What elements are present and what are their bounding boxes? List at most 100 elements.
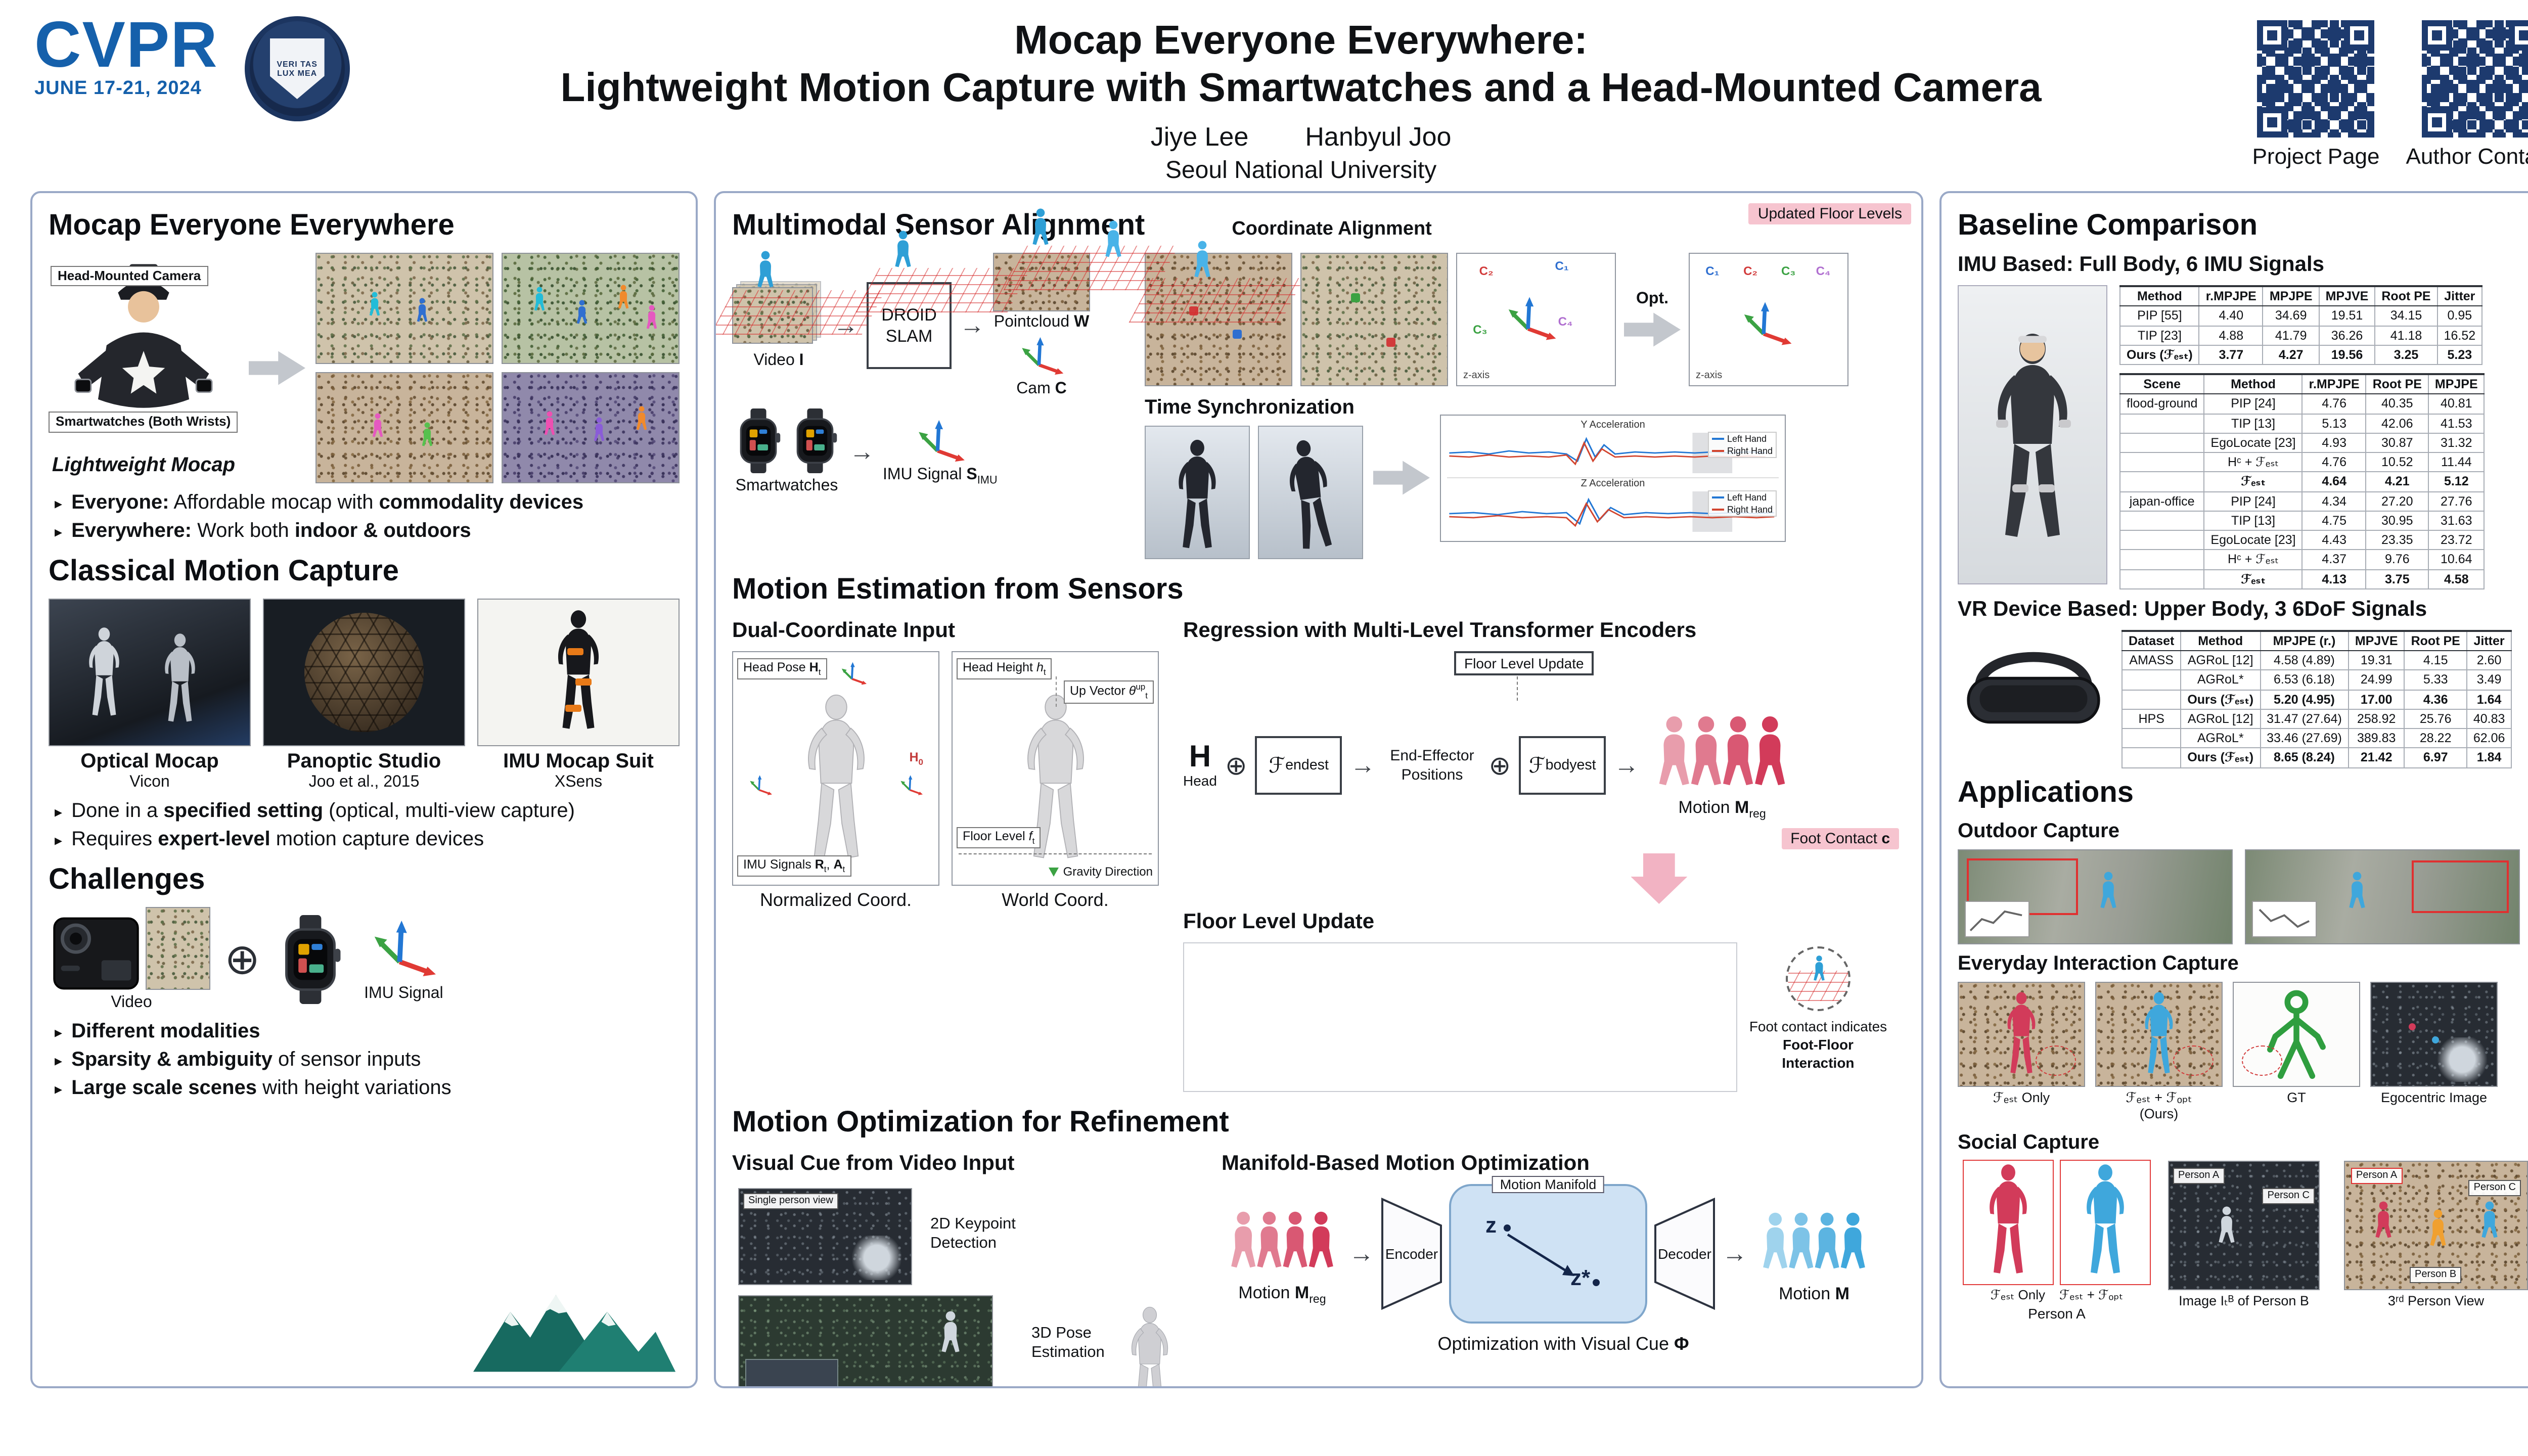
coordinate-alignment-label: Coordinate Alignment: [1232, 218, 1432, 240]
motion-manifold-region: Motion Manifold z z*: [1449, 1176, 1647, 1324]
imu-based-subtitle: IMU Based: Full Body, 6 IMU Signals: [1958, 253, 2324, 276]
gopro-camera-icon: [53, 917, 140, 990]
social-caption-image-b: Image Iₜᴮ of Person B: [2179, 1293, 2309, 1309]
table-cell: 0.95: [2436, 305, 2483, 327]
blue-pose-figure: [2087, 1164, 2124, 1274]
result-scene-grid: [315, 253, 680, 483]
table-cell: [2119, 529, 2205, 551]
table-cell: 21.42: [2348, 747, 2405, 768]
head-input-symbol: H: [1189, 740, 1211, 774]
table-cell: 36.26: [2318, 325, 2376, 346]
table-cell: [2119, 471, 2205, 492]
floor-update-row: Updated Floor Levels Foot contact indica…: [716, 203, 1911, 1092]
table-cell: TIP [13]: [2203, 510, 2303, 531]
text-segment: Head Height: [963, 660, 1036, 674]
classical-caption: Optical Mocap: [80, 750, 219, 772]
plot-legend: Left Hand Right Hand: [1707, 431, 1777, 458]
table-header-cell: Jitter: [2466, 629, 2512, 651]
person-b-tag: Person B: [2410, 1267, 2462, 1284]
table-header-cell: Method: [2180, 629, 2261, 651]
camera-label: C₂: [1479, 264, 1494, 279]
social-person-a-caption: Person A: [2028, 1305, 2086, 1322]
body-mannequin: [807, 694, 865, 859]
imu-mocap-person-image: [1958, 285, 2107, 584]
z-axis-label: z-axis: [1696, 370, 1723, 381]
camera-plot-before: C₂ C₁ C₃ C₄ z-axis: [1456, 253, 1616, 386]
optical-mocap-item: Optical Mocap Vicon: [49, 599, 251, 792]
table-cell: 4.76: [2301, 393, 2367, 415]
table-cell: Hᶜ + ℱₑₛₜ: [2203, 549, 2303, 570]
text-segment: Optimization with Visual Cue: [1437, 1334, 1674, 1354]
table-cell: 41.18: [2374, 325, 2438, 346]
table-cell: 10.52: [2365, 451, 2429, 473]
text-segment: est: [1576, 757, 1596, 774]
person-figure-icon: [647, 304, 657, 329]
table-cell: 4.88: [2198, 325, 2264, 346]
author-contact-qr: Author Contact: [2406, 20, 2528, 170]
floor-level-label: Floor Level ft: [957, 827, 1041, 848]
qr-finder: [2421, 107, 2452, 138]
interaction-circle: [2173, 1045, 2214, 1075]
snu-emblem-shield: VERI TAS LUX MEA: [269, 38, 325, 99]
emblem-motto-line1: VERI TAS: [277, 60, 318, 69]
trajectory-map-inset: [1965, 900, 2029, 937]
table-cell: 40.35: [2365, 393, 2429, 415]
trajectory-line: [2259, 908, 2310, 928]
qr-finder: [2257, 107, 2288, 138]
text-segment: ,: [826, 857, 834, 872]
social-capture-row: ℱₑₛₜ Only ℱₑₛₜ + ℱₒₚₜ Person A Person A …: [1958, 1160, 2528, 1322]
text-segment: body: [1545, 757, 1577, 774]
table-cell: [2119, 568, 2205, 589]
text-segment: end: [1285, 757, 1310, 774]
table-cell: 4.15: [2404, 650, 2467, 671]
text-segment: Everywhere:: [71, 520, 192, 542]
text-segment: IMU Signals: [743, 857, 815, 872]
legend-label: Left Hand: [1727, 492, 1767, 502]
mocap-actor-figure: [88, 627, 119, 716]
everyday-image-fest-only: [1958, 981, 2085, 1086]
poster-title-line1: Mocap Everyone Everywhere:: [1014, 18, 1588, 63]
bullet-modalities: Different modalities: [55, 1020, 680, 1043]
regression-title: Regression with Multi-Level Transformer …: [1183, 619, 1697, 642]
watch-imu-row: Smartwatches → IMU Signal SIMU: [732, 408, 1128, 495]
bullet-text: Different modalities: [71, 1020, 260, 1043]
table-cell: 41.79: [2262, 325, 2320, 346]
motion-reg-caption: Motion Mreg: [1222, 1283, 1343, 1306]
plus-operator: ⊕: [1488, 750, 1511, 781]
left-column: Mocap Everyone Everywhere Head-Mounted C…: [30, 191, 698, 1388]
decoder-trapezoid: [1654, 1197, 1715, 1310]
table-cell: 4.34: [2301, 490, 2367, 512]
person-figure-icon: [534, 287, 545, 311]
text-segment: t: [818, 667, 821, 677]
table-cell: HPS: [2121, 708, 2182, 730]
text-segment: with height variations: [257, 1077, 452, 1099]
bullet-text: Sparsity & ambiguity of sensor inputs: [71, 1049, 421, 1072]
pose-estimation-label: 3D Pose Estimation: [1031, 1325, 1105, 1361]
social-caption-fest: ℱₑₛₜ Only: [1990, 1287, 2045, 1303]
regressed-motion-output: Motion Mreg: [1647, 711, 1797, 820]
legend-line-red: [1711, 509, 1724, 511]
latent-z-dot: [1504, 1224, 1511, 1232]
decoder-label: Decoder: [1658, 1246, 1711, 1262]
dual-input-panels: Head Pose Ht H0 IMU Signals Rt, At Head …: [732, 651, 1165, 886]
table-cell: 8.65 (8.24): [2260, 747, 2349, 768]
text-segment: Motion: [1678, 797, 1735, 817]
regression-column: Regression with Multi-Level Transformer …: [716, 203, 1911, 1092]
foot-floor-inset: [1786, 946, 1850, 1011]
table-header-cell: Root PE: [2404, 629, 2467, 651]
bullet-expert-devices: Requires expert-level motion capture dev…: [55, 828, 680, 851]
estimated-pose-figure: [1131, 1306, 1168, 1386]
table-cell: 3.49: [2466, 669, 2512, 691]
marker-dot: [1350, 293, 1360, 302]
social-caption-third-view: 3ʳᵈ Person View: [2387, 1293, 2485, 1309]
text-segment: Different modalities: [71, 1020, 260, 1042]
smartwatches-label: Smartwatches (Both Wrists): [49, 412, 238, 432]
